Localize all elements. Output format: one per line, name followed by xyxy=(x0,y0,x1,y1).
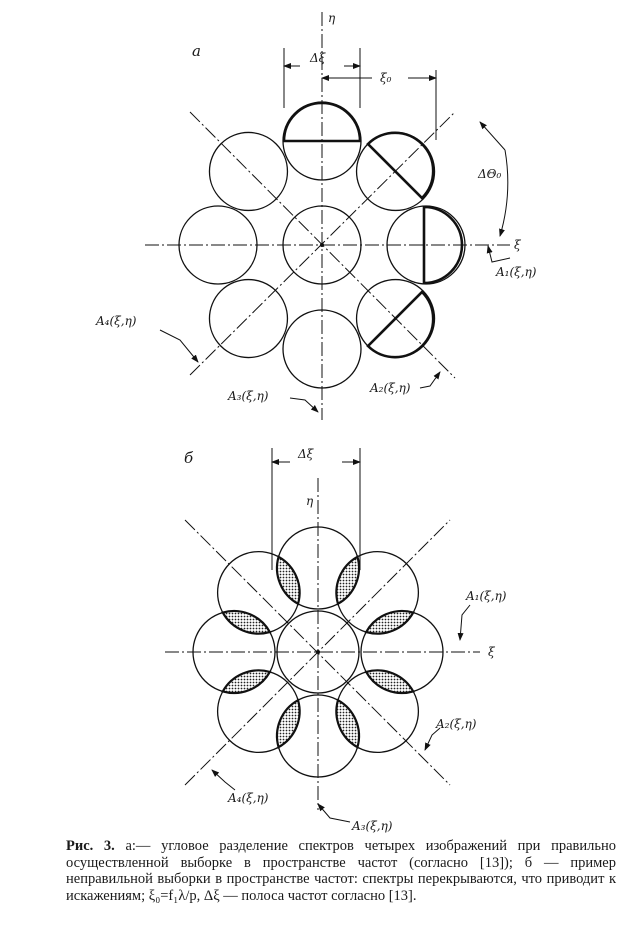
delta-xi-label: Δξ xyxy=(309,51,327,65)
eta-axis-label: η xyxy=(328,11,336,25)
A1-label-b: A₁(ξ,η) xyxy=(465,589,507,603)
caption-text: а:— угловое разделение спектров четырех … xyxy=(66,838,616,904)
spectrum-A-lower-right xyxy=(366,290,435,359)
A2-label-b: A₂(ξ,η) xyxy=(435,717,477,731)
spectrum-circle-a-5 xyxy=(178,205,258,285)
spectrum-circle-a-6 xyxy=(208,278,289,359)
A1-label: A₁(ξ,η) xyxy=(495,265,537,279)
spectrum-circle-b-8 xyxy=(335,669,420,754)
figure-caption: Рис. 3. а:— угловое разделение спектров … xyxy=(66,838,616,904)
spectrum-A-top xyxy=(282,101,362,143)
A3-label: A₃(ξ,η) xyxy=(227,389,269,403)
eta-axis-label-b: η xyxy=(306,494,314,508)
origin-point xyxy=(320,243,324,247)
xi-axis-label-b: ξ xyxy=(488,645,496,659)
spectrum-circle-b-6 xyxy=(216,669,301,754)
panel-b-diagram xyxy=(165,448,480,823)
spectrum-A-upper-right xyxy=(366,131,435,200)
spectrum-circle-a-4 xyxy=(208,131,289,212)
delta-xi-label-b: Δξ xyxy=(297,447,315,461)
figure-number: Рис. 3. xyxy=(66,838,115,854)
panel-b-label: б xyxy=(184,449,194,467)
delta-theta0-label: ΔΘ₀ xyxy=(477,167,502,181)
spectrum-circle-a-7 xyxy=(282,309,362,389)
spectrum-circle-b-4 xyxy=(216,550,301,635)
A3-label-b: A₃(ξ,η) xyxy=(351,819,393,833)
panel-a-label: а xyxy=(192,42,201,60)
xi-axis-label: ξ xyxy=(514,238,522,252)
spectrum-A-right xyxy=(422,205,464,285)
A4-label: A₄(ξ,η) xyxy=(95,314,137,328)
A2-label: A₂(ξ,η) xyxy=(369,381,411,395)
A4-label-b: A₄(ξ,η) xyxy=(227,791,269,805)
spectrum-circle-a-center xyxy=(282,205,362,285)
spectrum-circle-b-2 xyxy=(335,550,420,635)
panel-a-diagram xyxy=(145,12,511,420)
xi0-label: ξ₀ xyxy=(380,71,392,85)
